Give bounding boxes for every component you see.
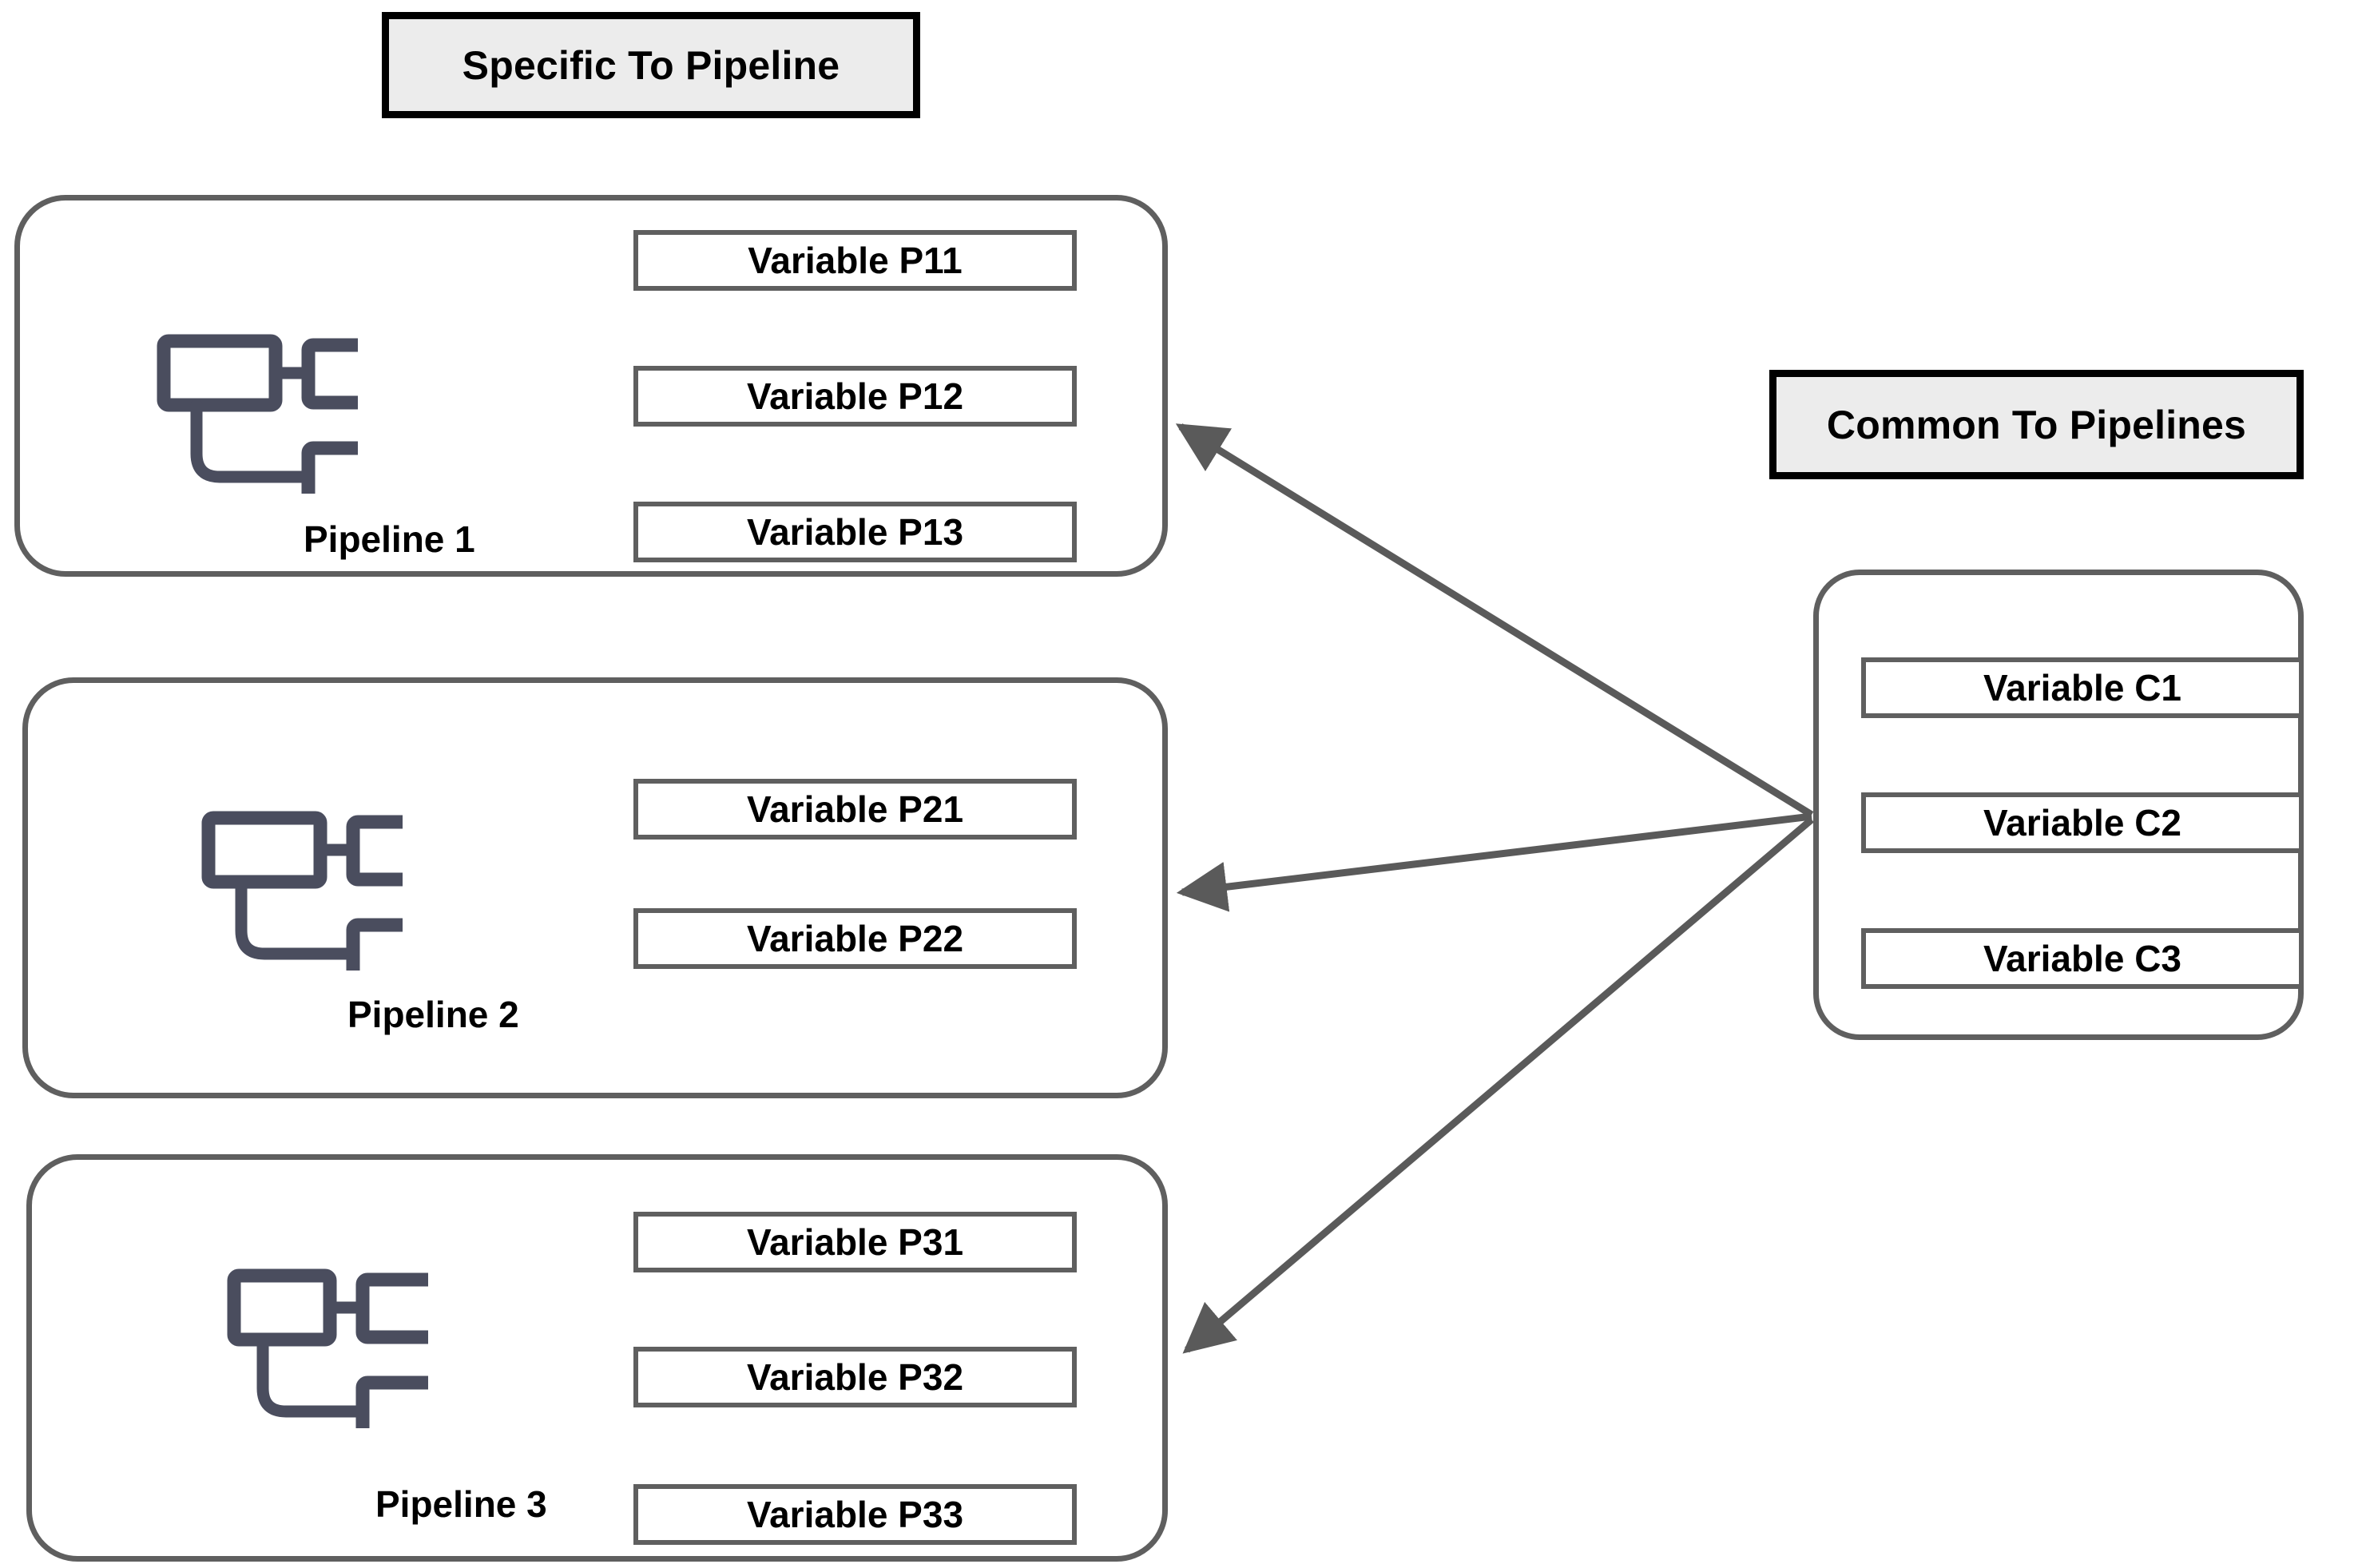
variable-box-c1[interactable]: Variable C1 [1861,657,2304,718]
variable-label-p33: Variable P33 [746,1494,964,1535]
specific-to-pipeline-title: Specific To Pipeline [462,42,840,88]
variable-box-p31[interactable]: Variable P31 [633,1212,1077,1272]
variable-label-p13: Variable P13 [746,511,964,553]
variable-box-p11[interactable]: Variable P11 [633,230,1077,291]
variable-box-c3[interactable]: Variable C3 [1861,928,2304,989]
common-to-pipelines-title-box: Common To Pipelines [1769,370,2304,479]
variable-box-p32[interactable]: Variable P32 [633,1347,1077,1407]
variable-label-p22: Variable P22 [746,918,964,959]
variable-box-p22[interactable]: Variable P22 [633,908,1077,969]
variable-label-p32: Variable P32 [746,1356,964,1398]
pipeline-1-label: Pipeline 1 [304,518,475,560]
arrow-common-to-pipeline-1 [1175,423,1814,818]
variable-label-c3: Variable C3 [1983,938,2182,979]
variable-box-p12[interactable]: Variable P12 [633,366,1077,427]
variable-box-p21[interactable]: Variable P21 [633,779,1077,840]
common-to-pipelines-title: Common To Pipelines [1826,402,2247,447]
variable-box-p13[interactable]: Variable P13 [633,502,1077,562]
variable-label-p21: Variable P21 [746,788,964,830]
variable-label-p11: Variable P11 [748,240,963,281]
pipeline-flow-icon [227,1268,428,1428]
pipeline-flow-icon [157,334,358,494]
variable-label-c1: Variable C1 [1983,667,2182,709]
variable-label-c2: Variable C2 [1983,802,2182,844]
specific-to-pipeline-title-box: Specific To Pipeline [382,12,920,118]
variable-label-p31: Variable P31 [746,1221,964,1263]
pipeline-flow-icon [201,811,403,971]
variable-label-p12: Variable P12 [746,375,964,417]
pipeline-2-label: Pipeline 2 [347,994,519,1035]
pipeline-3-label: Pipeline 3 [375,1483,547,1525]
variable-box-c2[interactable]: Variable C2 [1861,792,2304,853]
arrow-common-to-pipeline-2 [1176,812,1812,912]
arrow-common-to-pipeline-3 [1182,816,1814,1354]
variable-box-p33[interactable]: Variable P33 [633,1484,1077,1545]
pipeline-2-panel[interactable] [22,677,1168,1098]
